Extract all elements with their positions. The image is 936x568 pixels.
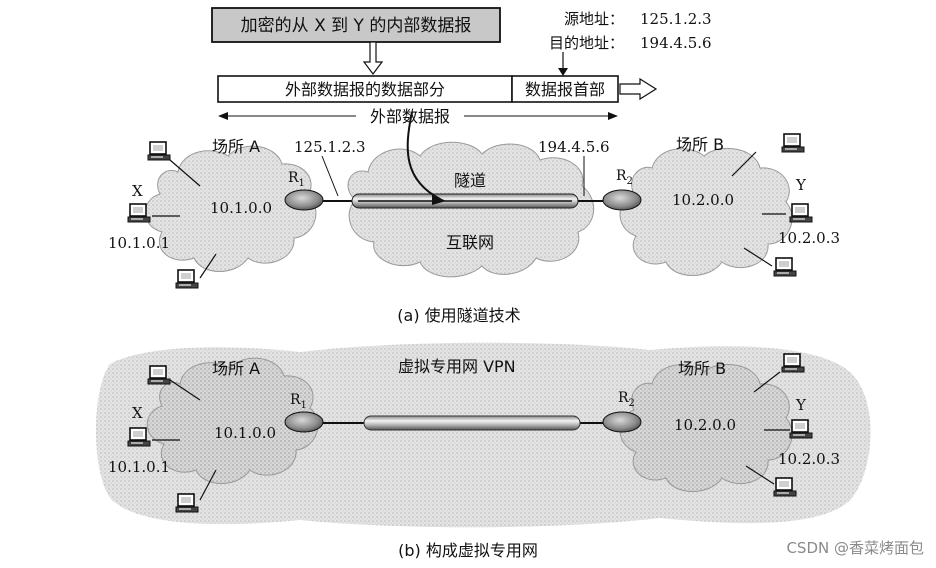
- destination-address-label: 目的地址：: [549, 34, 624, 52]
- vpn-router-r1-label: R1: [290, 392, 307, 411]
- span-left-arrowhead: [218, 112, 228, 120]
- link-b-host1: [731, 151, 757, 177]
- vpn-host-y-icon: [789, 419, 813, 439]
- vpn-host-y-label: Y: [795, 396, 807, 414]
- site-b-label: 场所 B: [676, 135, 724, 154]
- host-x-ip-label: 10.1.0.1: [108, 234, 170, 252]
- outer-data-part-label: 外部数据报的数据部分: [285, 80, 445, 99]
- vpn-host-b3-icon: [773, 477, 797, 497]
- down-arrow-icon: [362, 41, 384, 75]
- host-b1-icon: [781, 133, 805, 153]
- source-address-value: 125.1.2.3: [640, 10, 712, 28]
- host-b3-icon: [773, 257, 797, 277]
- diagram-a-tunnel: 场所 A 场所 B 125.1.2.3 194.4.5.6 10.1.0.0 1…: [108, 111, 840, 325]
- router-r2-icon: [602, 189, 642, 211]
- link-b-host3: [743, 247, 773, 267]
- vpn-host-a3-icon: [175, 493, 199, 513]
- vpn-pipe: [363, 415, 581, 431]
- vpn-router-r2-icon: [602, 411, 642, 433]
- vpn-router-r2-label: R2: [618, 390, 635, 409]
- router-r1-icon: [284, 189, 324, 211]
- vpn-router-r1-icon: [284, 411, 324, 433]
- vpn-link-a-host3: [199, 469, 217, 501]
- ip-r1-pointer: [321, 155, 339, 197]
- source-address-label: 源地址：: [564, 10, 624, 28]
- vpn-host-y-ip-label: 10.2.0.3: [778, 450, 840, 468]
- vpn-site-b-cloud: [619, 363, 793, 492]
- vpn-link-a-host1: [169, 379, 201, 401]
- vpn-net-b-label: 10.2.0.0: [674, 416, 736, 434]
- vpn-host-a1-icon: [147, 365, 171, 385]
- vpn-net-a-label: 10.1.0.0: [214, 424, 276, 442]
- internet-label: 互联网: [446, 233, 494, 252]
- internet-cloud: [347, 141, 595, 278]
- caption-a: (a) 使用隧道技术: [397, 306, 520, 325]
- caption-b: (b) 构成虚拟专用网: [398, 541, 538, 560]
- address-pointer-arrowhead: [558, 68, 568, 76]
- host-x-label: X: [132, 182, 143, 200]
- direction-arrow-icon: [619, 77, 658, 101]
- link-a-host1: [169, 159, 201, 187]
- outer-datagram-label: 外部数据报: [370, 107, 450, 126]
- vpn-site-a-label: 场所 A: [212, 359, 260, 378]
- host-a1-icon: [147, 141, 171, 161]
- outer-header-box: [511, 75, 619, 103]
- r1-ip-label: 125.1.2.3: [294, 138, 366, 156]
- host-y-label: Y: [795, 176, 807, 194]
- site-a-label: 场所 A: [212, 137, 260, 156]
- datagram-arrowhead: [432, 194, 446, 205]
- outer-header-label: 数据报首部: [525, 80, 605, 99]
- vpn-site-b-label: 场所 B: [678, 359, 726, 378]
- r2-ip-label: 194.4.5.6: [538, 138, 610, 156]
- encrypted-datagram-box: [211, 7, 501, 43]
- datagram-into-tunnel-arrow: [406, 111, 441, 200]
- outer-data-part-box: [217, 75, 513, 103]
- net-b-label: 10.2.0.0: [672, 191, 734, 209]
- host-a3-icon: [175, 269, 199, 289]
- vpn-link-b-host3: [745, 465, 775, 485]
- host-x-icon: [127, 203, 151, 223]
- vpn-host-x-label: X: [132, 404, 143, 422]
- router-r1-label: R1: [288, 170, 305, 189]
- vpn-host-x-icon: [127, 427, 151, 447]
- vpn-host-b1-icon: [781, 353, 805, 373]
- encapsulation-header: 加密的从 X 到 Y 的内部数据报 源地址： 125.1.2.3 目的地址： 1…: [211, 7, 712, 126]
- host-y-ip-label: 10.2.0.3: [778, 229, 840, 247]
- router-r2-label: R2: [616, 168, 633, 187]
- watermark: CSDN @香菜烤面包: [786, 539, 924, 557]
- tunnel-label: 隧道: [454, 171, 486, 190]
- diagram-b-vpn: 场所 A 场所 B 虚拟专用网 VPN 10.1.0.0 10.2.0.0 R1…: [95, 342, 871, 560]
- vpn-site-a-cloud: [146, 357, 319, 484]
- site-b-cloud: [619, 147, 793, 276]
- vpn-link-b-host1: [753, 371, 781, 393]
- net-a-label: 10.1.0.0: [210, 199, 272, 217]
- vpn-label: 虚拟专用网 VPN: [398, 357, 516, 376]
- encrypted-datagram-label: 加密的从 X 到 Y 的内部数据报: [241, 16, 472, 36]
- span-right-arrowhead: [608, 112, 618, 120]
- destination-address-value: 194.4.5.6: [640, 34, 712, 52]
- vpn-host-x-ip-label: 10.1.0.1: [108, 458, 170, 476]
- host-y-icon: [789, 203, 813, 223]
- link-a-host3: [199, 253, 217, 279]
